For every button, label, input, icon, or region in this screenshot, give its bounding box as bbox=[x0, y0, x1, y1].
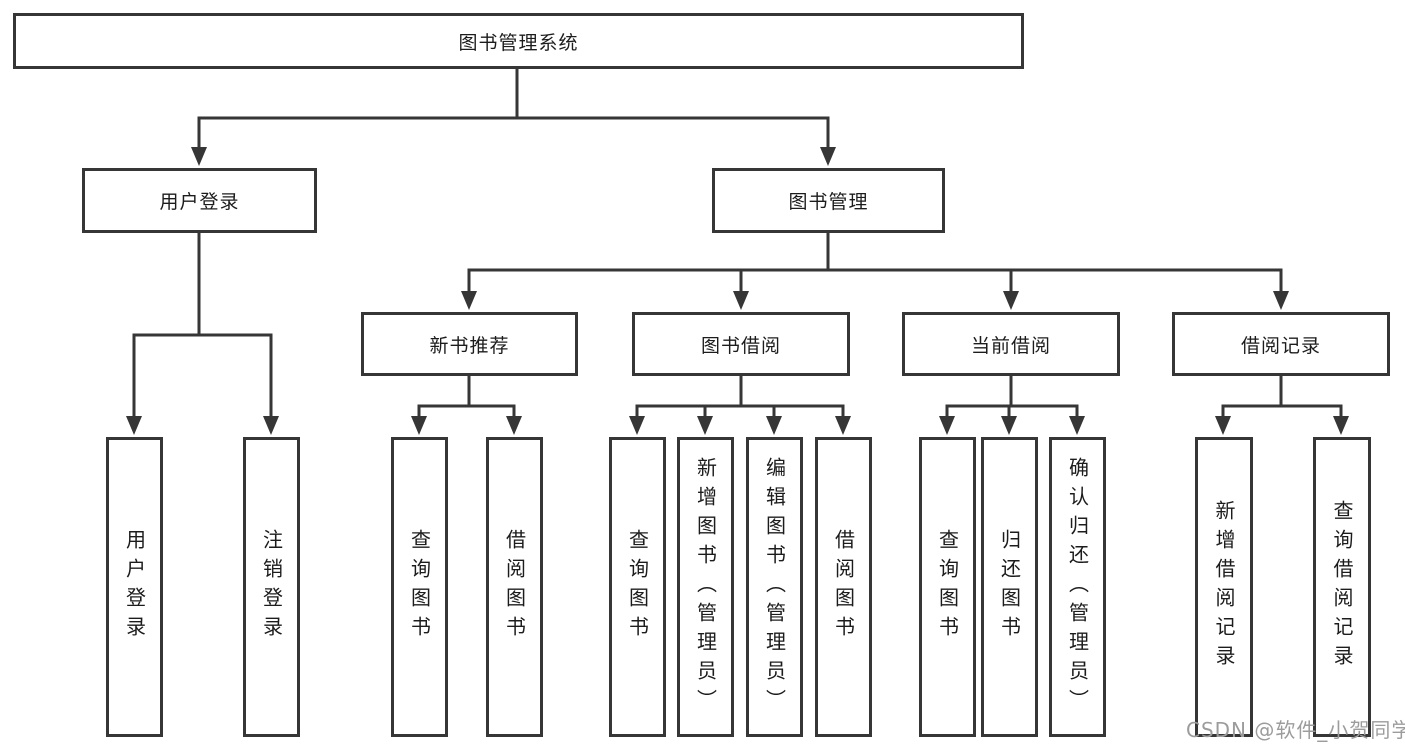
connector-line bbox=[197, 116, 830, 150]
leaf-edit-book-admin-label: 编辑图书（管理员） bbox=[762, 456, 787, 718]
arrowhead bbox=[506, 416, 522, 435]
leaf-borrow-books-borrowing: 借阅图书 bbox=[815, 437, 872, 737]
node-user-login: 用户登录 bbox=[82, 168, 317, 233]
arrowhead bbox=[1003, 291, 1019, 310]
arrowhead bbox=[697, 416, 713, 435]
leaf-borrow-books-newrec-label: 借阅图书 bbox=[502, 529, 527, 645]
leaf-user-login-label: 用户登录 bbox=[122, 529, 147, 645]
node-book-borrowing: 图书借阅 bbox=[632, 312, 850, 376]
connector-line bbox=[132, 333, 273, 419]
arrowhead bbox=[461, 291, 477, 310]
leaf-confirm-return-admin: 确认归还（管理员） bbox=[1049, 437, 1106, 737]
arrowhead bbox=[126, 416, 142, 435]
arrowhead bbox=[629, 416, 645, 435]
connector-line bbox=[467, 268, 1283, 294]
watermark-text: CSDN @软件_小贺同学 bbox=[1186, 718, 1405, 742]
arrowhead bbox=[263, 416, 279, 435]
leaf-borrow-books-borrowing-label: 借阅图书 bbox=[831, 529, 856, 645]
arrowhead bbox=[820, 147, 836, 166]
arrowhead bbox=[939, 416, 955, 435]
leaf-logout-label: 注销登录 bbox=[259, 529, 284, 645]
leaf-return-book-label: 归还图书 bbox=[997, 529, 1022, 645]
arrowhead bbox=[733, 291, 749, 310]
arrowhead bbox=[835, 416, 851, 435]
leaf-query-books-newrec-label: 查询图书 bbox=[407, 529, 432, 645]
leaf-query-books-newrec: 查询图书 bbox=[391, 437, 448, 737]
leaf-add-borrowing-record-label: 新增借阅记录 bbox=[1212, 500, 1236, 674]
leaf-query-books-borrowing: 查询图书 bbox=[609, 437, 666, 737]
leaf-logout: 注销登录 bbox=[243, 437, 300, 737]
arrowhead bbox=[766, 416, 782, 435]
connector-line bbox=[417, 404, 516, 419]
node-current-borrowing: 当前借阅 bbox=[902, 312, 1120, 376]
arrowhead bbox=[1215, 416, 1231, 435]
leaf-query-borrowing-record: 查询借阅记录 bbox=[1313, 437, 1371, 737]
leaf-edit-book-admin: 编辑图书（管理员） bbox=[746, 437, 803, 737]
leaf-add-borrowing-record: 新增借阅记录 bbox=[1195, 437, 1253, 737]
arrowhead bbox=[191, 147, 207, 166]
arrowhead bbox=[411, 416, 427, 435]
leaf-borrow-books-newrec: 借阅图书 bbox=[486, 437, 543, 737]
node-library-management-system: 图书管理系统 bbox=[13, 13, 1024, 69]
leaf-return-book: 归还图书 bbox=[981, 437, 1038, 737]
node-new-book-recommendation: 新书推荐 bbox=[361, 312, 578, 376]
node-book-management: 图书管理 bbox=[712, 168, 945, 233]
leaf-query-books-current: 查询图书 bbox=[919, 437, 976, 737]
arrowhead bbox=[1069, 416, 1085, 435]
leaf-add-book-admin: 新增图书（管理员） bbox=[677, 437, 734, 737]
connector-line bbox=[945, 404, 1079, 419]
leaf-query-borrowing-record-label: 查询借阅记录 bbox=[1330, 500, 1354, 674]
arrowhead bbox=[1333, 416, 1349, 435]
leaf-confirm-return-admin-label: 确认归还（管理员） bbox=[1065, 456, 1090, 718]
leaf-add-book-admin-label: 新增图书（管理员） bbox=[693, 456, 718, 718]
node-borrowing-records: 借阅记录 bbox=[1172, 312, 1390, 376]
arrowhead bbox=[1001, 416, 1017, 435]
leaf-user-login: 用户登录 bbox=[106, 437, 163, 737]
leaf-query-books-current-label: 查询图书 bbox=[935, 529, 960, 645]
connector-line bbox=[635, 404, 845, 419]
leaf-query-books-borrowing-label: 查询图书 bbox=[625, 529, 650, 645]
connector-line bbox=[1221, 404, 1343, 419]
arrowhead bbox=[1273, 291, 1289, 310]
